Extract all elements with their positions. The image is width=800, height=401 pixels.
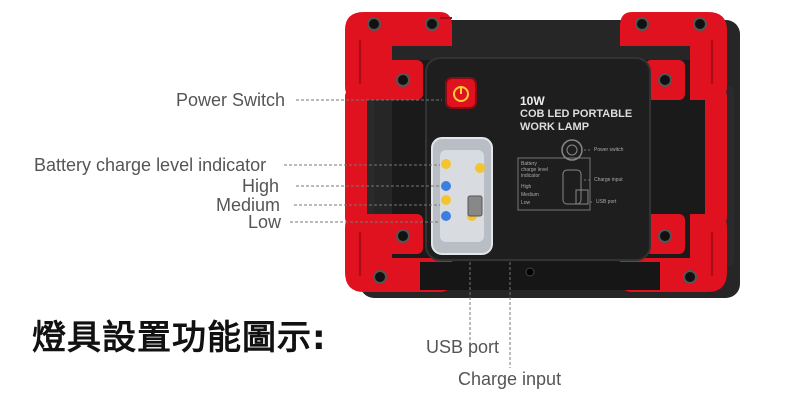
screws: [367, 17, 707, 284]
usb-slot: [467, 195, 483, 217]
label-usb-port: USB port: [426, 337, 500, 357]
legend-low: Low: [521, 200, 531, 206]
red-corner-bumpers: [345, 12, 727, 292]
legend-usb: USB port: [596, 199, 617, 205]
legend-power: Power switch: [594, 147, 624, 153]
legend-medium: Medium: [521, 192, 539, 198]
label-high: High: [242, 176, 280, 196]
lamp-wattage: 10W: [520, 94, 545, 108]
legend-battery-2: charge level: [521, 167, 548, 173]
label-charge-input: Charge input: [458, 369, 562, 389]
label-battery-indicator: Battery charge level indicator: [34, 155, 267, 175]
label-low: Low: [248, 212, 282, 232]
legend-charge: Charge input: [594, 177, 623, 183]
lamp-title-line2: WORK LAMP: [520, 121, 590, 133]
label-power-switch: Power Switch: [176, 90, 286, 110]
legend-battery-1: Battery: [521, 161, 537, 167]
legend-high: High: [521, 184, 532, 190]
callout-lines: [284, 99, 511, 368]
lamp-title-line1: COB LED PORTABLE: [520, 108, 633, 120]
label-medium: Medium: [216, 195, 281, 215]
page-heading: 燈具設置功能圖示:: [32, 318, 327, 358]
legend-battery-3: indicator: [521, 173, 540, 179]
